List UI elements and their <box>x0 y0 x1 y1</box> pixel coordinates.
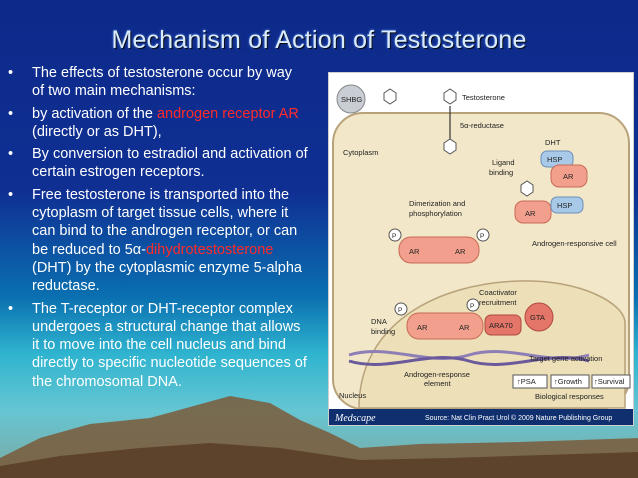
bullet-text: The effects of testosterone occur by way… <box>32 65 293 100</box>
gta-label: GTA <box>530 313 545 322</box>
dht-label: DHT <box>545 138 561 147</box>
bullet-item: • By conversion to estradiol and activat… <box>8 145 308 182</box>
are-element-label: element <box>424 379 452 388</box>
testosterone-label: Testosterone <box>462 93 505 102</box>
bullet-item: • Free testosterone is transported into … <box>8 186 308 296</box>
slide-title: Mechanism of Action of Testosterone <box>111 26 527 54</box>
bio-responses-label: Biological responses <box>535 392 604 401</box>
mechanism-diagram: SHBG Testosterone 5α-reductase DHT Cytop… <box>328 72 634 426</box>
bullet-item: • by activation of the androgen receptor… <box>8 105 308 142</box>
bullet-text: by activation of the <box>32 105 157 122</box>
bullet-dot-icon: • <box>8 65 14 81</box>
gta-blob <box>524 302 554 332</box>
bullet-item: • The T-receptor or DHT-receptor complex… <box>8 300 308 391</box>
p-label: P <box>470 303 474 310</box>
testosterone-hexagon-icon <box>443 88 457 105</box>
ar-blob <box>550 164 588 188</box>
cytoplasm-label: Cytoplasm <box>343 148 378 157</box>
recruitment-label: recruitment <box>479 298 517 307</box>
bullet-item: • The effects of testosterone occur by w… <box>8 64 308 101</box>
shbg-blob <box>336 84 366 114</box>
bullet-text: By conversion to estradiol and activatio… <box>32 146 308 181</box>
phosphate-blob <box>476 228 490 242</box>
ligand-label: Ligand <box>492 158 515 167</box>
survival-label: ↑Survival <box>594 377 625 386</box>
dht-hexagon-icon <box>520 180 534 197</box>
bullet-text: The T-receptor or DHT-receptor complex u… <box>32 300 307 390</box>
phosphate-blob <box>388 228 402 242</box>
dna-label: DNA <box>371 317 387 326</box>
ar-label: AR <box>459 323 470 332</box>
are-label: Androgen-response <box>404 370 470 379</box>
coactivator-label: Coactivator <box>479 288 517 297</box>
diagram-svg: SHBG Testosterone 5α-reductase DHT Cytop… <box>329 84 633 425</box>
bullet-dot-icon: • <box>8 186 14 203</box>
ar-blob <box>514 200 552 224</box>
phosphate-blob <box>466 298 480 312</box>
ara70-blob <box>484 314 522 336</box>
dimerization-label: Dimerization and <box>409 199 465 208</box>
bullet-text: (DHT) by the cytoplasmic enzyme 5-alpha … <box>32 259 302 295</box>
source-bar <box>329 409 633 425</box>
bullet-dot-icon: • <box>8 105 14 122</box>
bullet-text: Free testosterone is transported into th… <box>32 186 298 258</box>
dna-binding-label: binding <box>371 327 395 336</box>
dht-hexagon-icon <box>443 138 457 155</box>
phosphorylation-label: phosphorylation <box>409 209 462 218</box>
p-label: P <box>392 233 396 240</box>
mountain-background <box>0 396 638 478</box>
cell-label: Androgen-responsive cell <box>532 239 617 248</box>
hexagon-icon <box>383 88 397 105</box>
bullet-dot-icon: • <box>8 146 14 163</box>
ar-label: AR <box>409 247 420 256</box>
hsp-label: HSP <box>547 155 562 164</box>
ar-label: AR <box>525 209 536 218</box>
reductase-label: 5α-reductase <box>460 121 504 130</box>
survival-box <box>591 374 631 389</box>
psa-box <box>512 374 548 389</box>
ar-dimer <box>406 312 484 340</box>
p-label: P <box>398 307 402 314</box>
highlight-text: dihydrotestosterone <box>145 241 274 258</box>
bullet-list: • The effects of testosterone occur by w… <box>8 64 308 395</box>
ar-label: AR <box>563 172 574 181</box>
ar-dimer <box>398 236 480 264</box>
growth-box <box>550 374 590 389</box>
psa-label: ↑PSA <box>517 377 536 386</box>
dna-strand <box>348 356 590 366</box>
shbg-label: SHBG <box>341 95 362 104</box>
hsp-blob <box>550 196 584 214</box>
p-label: P <box>480 233 484 240</box>
nucleus-label: Nucleus <box>339 391 366 400</box>
source-label: Source: Nat Clin Pract Urol © 2009 Natur… <box>425 414 612 422</box>
highlight-text: androgen receptor AR <box>156 105 299 122</box>
bullet-dot-icon: • <box>8 300 14 317</box>
medscape-logo: Medscape <box>334 413 376 424</box>
ara70-label: ARA70 <box>489 321 513 330</box>
growth-label: ↑Growth <box>554 377 582 386</box>
hsp-label: HSP <box>557 201 572 210</box>
ar-label: AR <box>455 247 466 256</box>
bullet-text: (directly or as DHT), <box>32 123 162 140</box>
phosphate-blob <box>394 302 408 316</box>
binding-label: binding <box>489 168 513 177</box>
target-gene-label: Target gene activation <box>529 354 602 363</box>
ar-label: AR <box>417 323 428 332</box>
